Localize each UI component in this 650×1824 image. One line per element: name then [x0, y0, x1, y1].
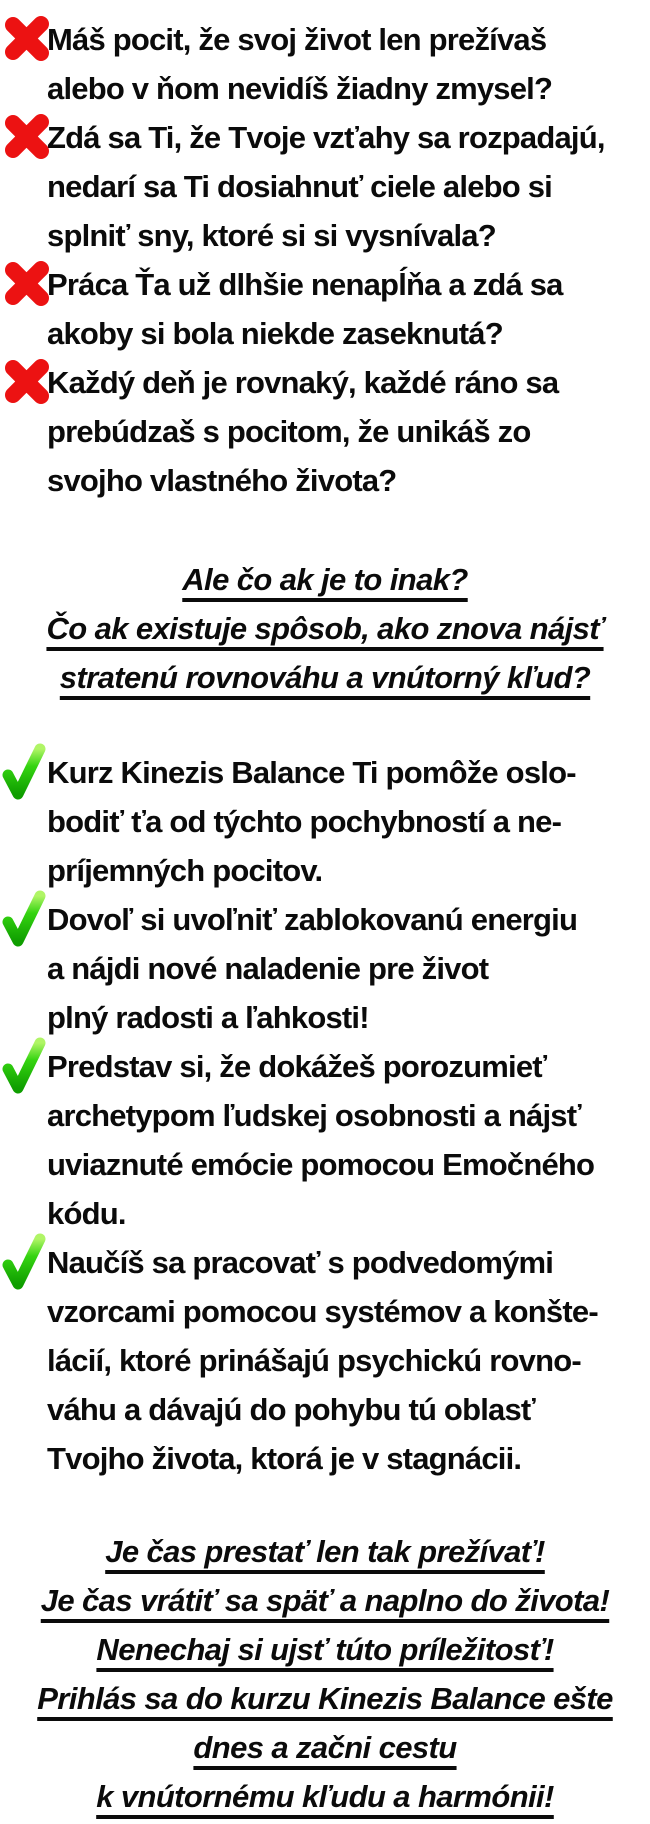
- hook-section: Ale čo ak je to inak? Čo ak existuje spô…: [0, 555, 650, 702]
- red-x-icon: [1, 11, 53, 65]
- pain-point-text: Máš pocit, že svoj život len prežívaš al…: [47, 22, 553, 106]
- green-check-icon: [1, 742, 47, 806]
- benefit-item: Naučíš sa pracovať s podvedomými vzorcam…: [2, 1233, 650, 1483]
- red-x-icon: [1, 109, 53, 163]
- pain-point-item: Máš pocit, že svoj život len prežívaš al…: [5, 15, 650, 113]
- red-x-icon: [1, 354, 53, 408]
- benefits-section: Kurz Kinezis Balance Ti pomôže oslo- bod…: [0, 743, 650, 1483]
- pain-point-item: Práca Ťa už dlhšie nenapĺňa a zdá sa ako…: [5, 260, 650, 358]
- benefit-text: Dovoľ si uvoľniť zablokovanú energiu a n…: [47, 902, 578, 1035]
- pain-point-item: Zdá sa Ti, že Tvoje vzťahy sa rozpadajú,…: [5, 113, 650, 260]
- benefit-item: Predstav si, že dokážeš porozumieť arche…: [2, 1037, 650, 1238]
- red-x-icon: [1, 256, 53, 310]
- green-check-icon: [1, 1232, 47, 1296]
- green-check-icon: [1, 1036, 47, 1100]
- hook-text: Ale čo ak je to inak? Čo ak existuje spô…: [46, 562, 604, 695]
- pain-points-section: Máš pocit, že svoj život len prežívaš al…: [0, 0, 650, 505]
- pain-point-item: Každý deň je rovnaký, každé ráno sa preb…: [5, 358, 650, 505]
- benefit-text: Kurz Kinezis Balance Ti pomôže oslo- bod…: [47, 755, 577, 888]
- benefit-item: Dovoľ si uvoľniť zablokovanú energiu a n…: [2, 890, 650, 1042]
- pain-point-text: Zdá sa Ti, že Tvoje vzťahy sa rozpadajú,…: [47, 120, 606, 253]
- cta-section: Je čas prestať len tak prežívať! Je čas …: [0, 1527, 650, 1821]
- pain-point-text: Každý deň je rovnaký, každé ráno sa preb…: [47, 365, 559, 498]
- benefit-text: Predstav si, že dokážeš porozumieť arche…: [47, 1049, 595, 1231]
- benefit-text: Naučíš sa pracovať s podvedomými vzorcam…: [47, 1245, 599, 1476]
- green-check-icon: [1, 889, 47, 953]
- cta-text: Je čas prestať len tak prežívať! Je čas …: [37, 1534, 613, 1814]
- pain-point-text: Práca Ťa už dlhšie nenapĺňa a zdá sa ako…: [47, 267, 563, 351]
- benefit-item: Kurz Kinezis Balance Ti pomôže oslo- bod…: [2, 743, 650, 895]
